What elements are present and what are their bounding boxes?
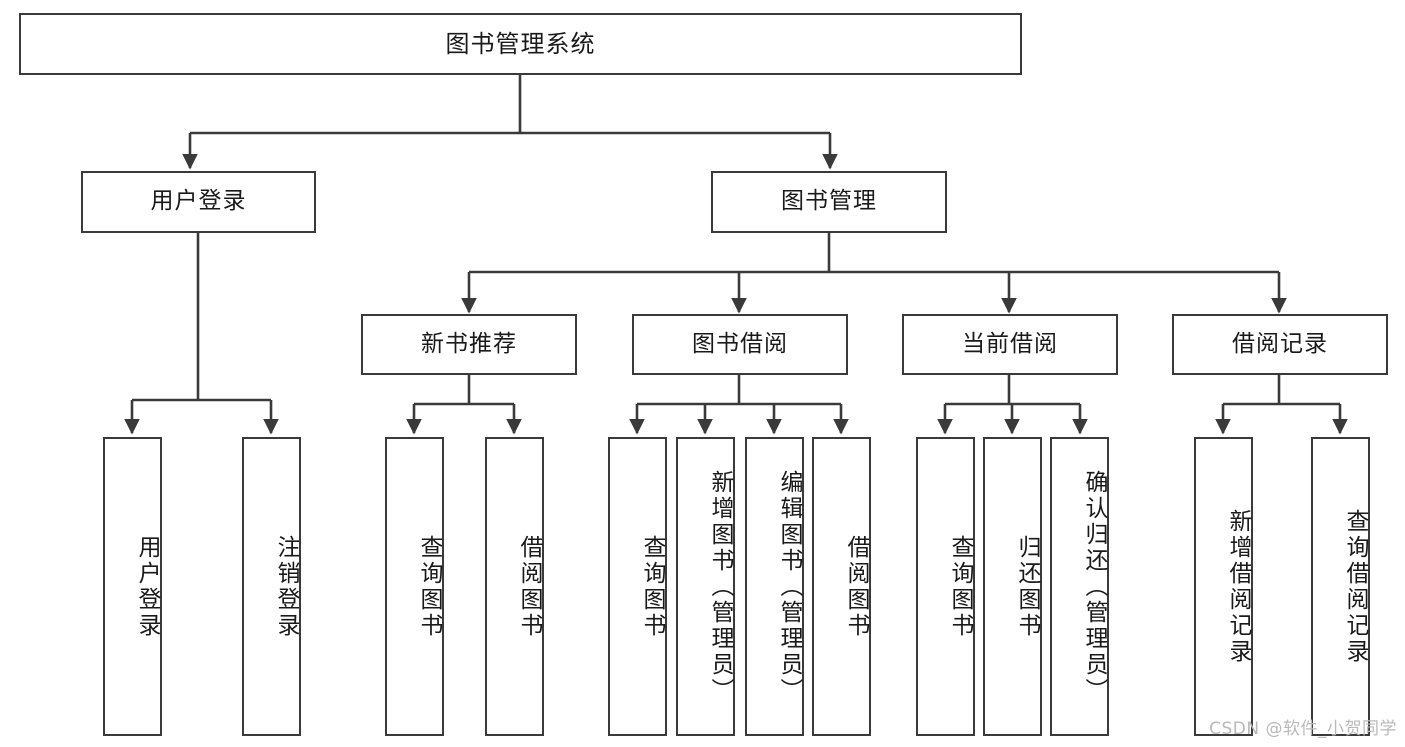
node-label: 用户登录	[150, 188, 247, 215]
leaf-user-login-logout[interactable]: 注销登录	[242, 437, 301, 736]
node-label: 当前借阅	[962, 330, 1058, 357]
leaf-new-book-borrow[interactable]: 借阅图书	[485, 437, 544, 736]
node-label: 新书推荐	[421, 330, 517, 357]
leaf-borrow-record-add[interactable]: 新增借阅记录	[1194, 437, 1253, 736]
node-user-login[interactable]: 用户登录	[81, 171, 316, 233]
node-label: 借阅图书	[516, 534, 542, 639]
node-current-borrow[interactable]: 当前借阅	[902, 314, 1118, 375]
node-label: 编辑图书（管理员）	[776, 469, 802, 704]
node-label: 新增借阅记录	[1225, 508, 1251, 665]
node-new-book-recommend[interactable]: 新书推荐	[361, 314, 577, 375]
leaf-user-login-login[interactable]: 用户登录	[103, 437, 162, 736]
node-borrow-record[interactable]: 借阅记录	[1172, 314, 1388, 375]
leaf-book-borrow-edit[interactable]: 编辑图书（管理员）	[745, 437, 804, 736]
node-label: 查询借阅记录	[1342, 508, 1368, 665]
leaf-current-borrow-confirm-return[interactable]: 确认归还（管理员）	[1050, 437, 1109, 736]
leaf-current-borrow-query[interactable]: 查询图书	[916, 437, 975, 736]
node-label: 注销登录	[273, 534, 299, 639]
leaf-book-borrow-borrow[interactable]: 借阅图书	[812, 437, 871, 736]
node-label: 查询图书	[947, 534, 973, 639]
node-label: 借阅图书	[843, 534, 869, 639]
leaf-book-borrow-query[interactable]: 查询图书	[608, 437, 667, 736]
node-book-management[interactable]: 图书管理	[711, 171, 947, 233]
node-label: 确认归还（管理员）	[1081, 469, 1107, 704]
leaf-current-borrow-return[interactable]: 归还图书	[983, 437, 1042, 736]
node-label: 新增图书（管理员）	[707, 469, 733, 704]
node-label: 借阅记录	[1232, 330, 1328, 357]
csdn-watermark: CSDN @软件_小贺同学	[1209, 719, 1397, 739]
node-label: 归还图书	[1014, 534, 1040, 639]
node-label: 图书借阅	[692, 330, 788, 357]
node-root-book-management-system[interactable]: 图书管理系统	[19, 13, 1022, 75]
node-label: 图书管理系统	[445, 29, 596, 58]
leaf-borrow-record-query[interactable]: 查询借阅记录	[1311, 437, 1370, 736]
leaf-book-borrow-add[interactable]: 新增图书（管理员）	[676, 437, 735, 736]
node-label: 用户登录	[134, 534, 160, 639]
node-label: 图书管理	[781, 188, 877, 215]
node-book-borrow[interactable]: 图书借阅	[632, 314, 848, 375]
node-label: 查询图书	[639, 534, 665, 639]
node-label: 查询图书	[416, 534, 442, 639]
leaf-new-book-query[interactable]: 查询图书	[385, 437, 444, 736]
